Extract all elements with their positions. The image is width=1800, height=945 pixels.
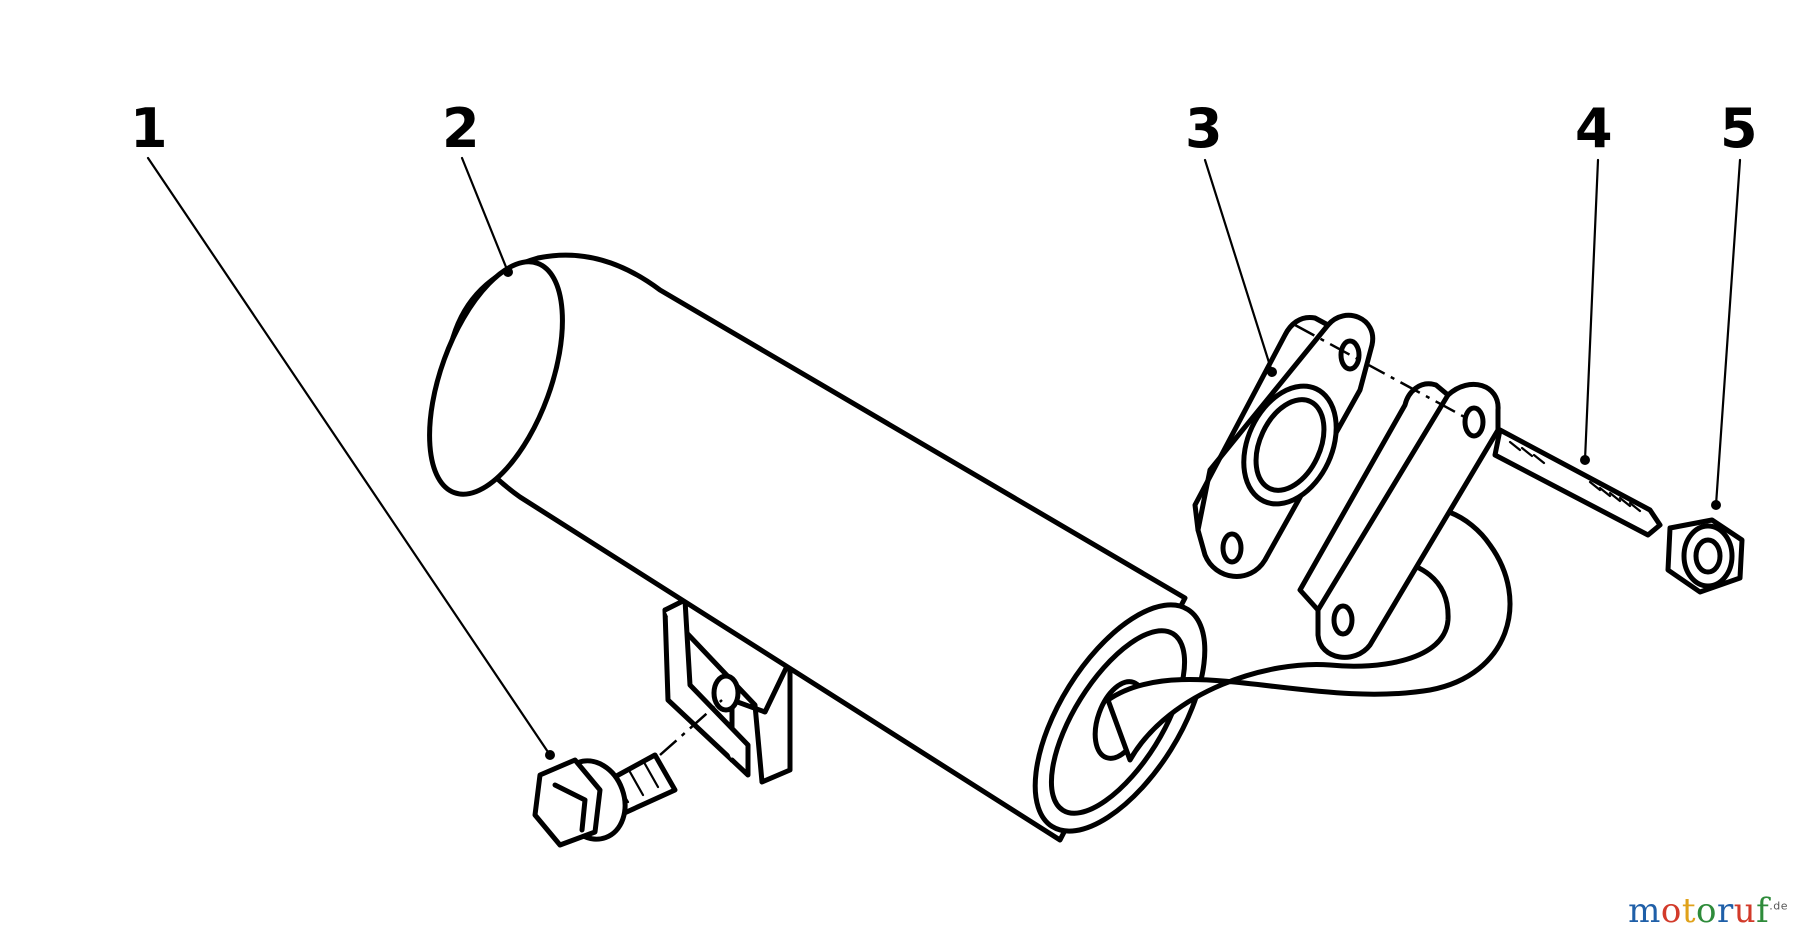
leader-dot-3 [1267,367,1277,377]
leader-dot-2 [503,267,513,277]
leader-line-4 [1583,158,1600,462]
leader-dot-5 [1711,500,1721,510]
exhaust-gasket [1192,312,1376,579]
callout-2: 2 [442,97,480,160]
watermark-suffix: .de [1769,899,1788,913]
motoruf-watermark-logo: motoruf.de [1628,891,1788,931]
watermark-letter: o [1660,891,1682,931]
flange-bolt [532,699,723,848]
muffler-mounting-bracket [662,597,793,785]
leader-line-3 [1203,158,1274,374]
leader-dot-4 [1580,455,1590,465]
callout-4: 4 [1575,97,1613,160]
watermark-letter: t [1681,891,1696,931]
watermark-letter: u [1733,891,1757,931]
leader-dot-1 [545,750,555,760]
leader-line-1 [146,156,552,757]
callout-5: 5 [1720,97,1758,160]
watermark-letter: m [1628,891,1661,931]
muffler [427,252,1208,843]
watermark-letter: o [1696,891,1717,931]
leader-line-2 [460,156,510,274]
callout-3: 3 [1185,97,1223,160]
stud [1492,427,1663,538]
callout-1: 1 [130,97,168,160]
watermark-letter: r [1716,891,1734,931]
leader-line-5 [1714,158,1742,507]
leader-lines [146,156,1742,760]
watermark-letter: f [1756,891,1770,931]
alignment-line [1294,323,1471,422]
flange-nut [1665,517,1745,595]
